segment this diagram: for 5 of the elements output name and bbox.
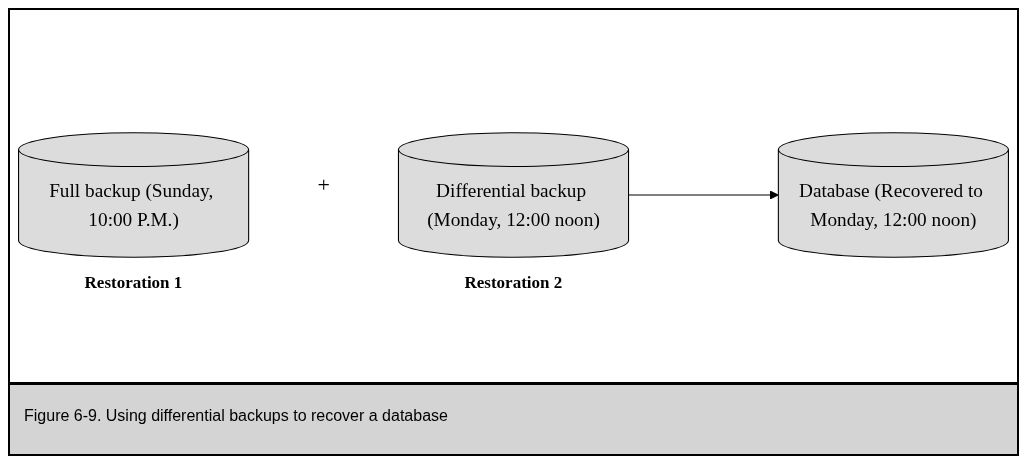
arrow: [628, 190, 779, 200]
caption-text: Restoration 2: [464, 273, 563, 294]
caption-text: Restoration 1: [84, 273, 183, 294]
plus-sign: +: [317, 172, 330, 199]
figure-caption: Figure 6-9. Using differential backups to recover a database: [24, 407, 448, 424]
